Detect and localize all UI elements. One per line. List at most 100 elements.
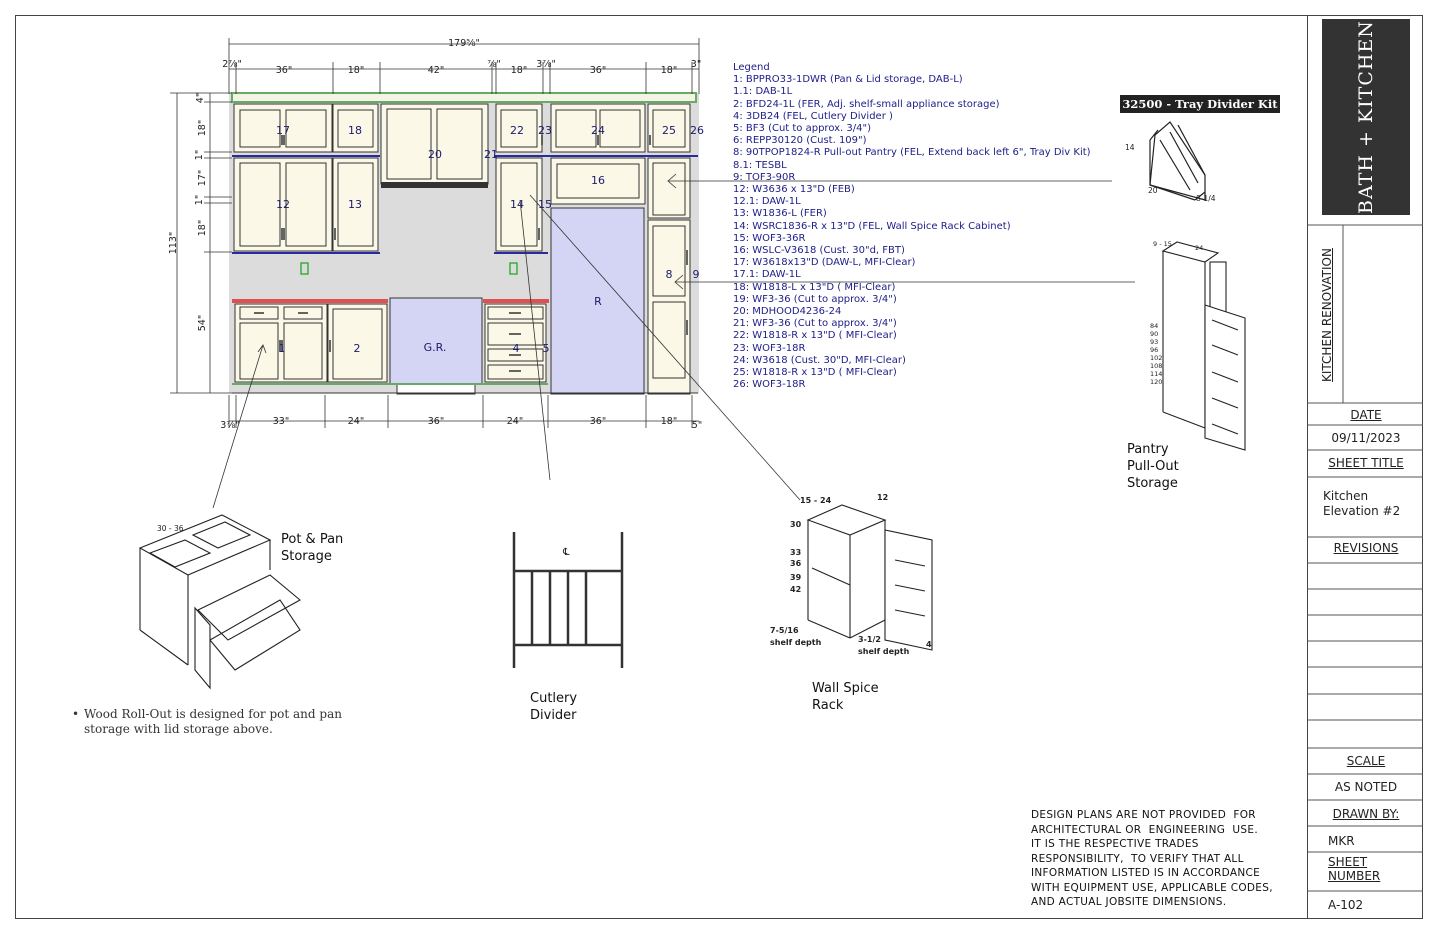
legend-item: 24: W3618 (Cust. 30"D, MFI-Clear) bbox=[733, 354, 906, 366]
dim-overall-width: 179⅝" bbox=[448, 38, 480, 49]
tall-pantry bbox=[647, 219, 691, 395]
svg-text:24": 24" bbox=[348, 416, 364, 427]
svg-text:18": 18" bbox=[348, 65, 364, 76]
label-26: 26 bbox=[690, 124, 704, 137]
sheet-title-label: SHEET TITLE bbox=[1328, 456, 1404, 470]
date-value: 09/11/2023 bbox=[1331, 431, 1401, 445]
svg-text:shelf depth: shelf depth bbox=[770, 638, 822, 647]
potpan-caption-1: Pot & Pan bbox=[281, 532, 344, 547]
sheet-border bbox=[15, 15, 1423, 919]
svg-text:18": 18" bbox=[661, 65, 677, 76]
date-label: DATE bbox=[1350, 408, 1382, 422]
svg-text:93: 93 bbox=[1150, 338, 1158, 346]
label-22: 22 bbox=[510, 124, 524, 137]
legend-item: 1.1: DAB-1L bbox=[733, 86, 793, 98]
svg-text:36: 36 bbox=[790, 559, 802, 568]
svg-text:114: 114 bbox=[1150, 370, 1162, 378]
label-fridge: R bbox=[594, 295, 602, 308]
spice-caption-1: Wall Spice bbox=[812, 681, 879, 696]
legend-title: Legend bbox=[733, 62, 770, 73]
svg-text:36": 36" bbox=[276, 65, 292, 76]
label-18: 18 bbox=[348, 124, 362, 137]
upper-row-1 bbox=[233, 103, 691, 185]
svg-text:⅞": ⅞" bbox=[487, 59, 501, 70]
pantry-caption-3: Storage bbox=[1127, 476, 1178, 491]
label-9: 9 bbox=[693, 268, 700, 281]
scale-value: AS NOTED bbox=[1334, 780, 1398, 794]
tray-divider-illustration bbox=[1149, 121, 1206, 201]
legend-item: 19: WF3-36 (Cut to approx. 3/4") bbox=[733, 293, 897, 305]
pantry-caption-1: Pantry bbox=[1127, 442, 1169, 457]
tray-kit-label: 32500 - Tray Divider Kit bbox=[1120, 95, 1280, 113]
svg-text:36": 36" bbox=[428, 416, 444, 427]
svg-text:8-1/4: 8-1/4 bbox=[1196, 194, 1216, 203]
spice-caption-2: Rack bbox=[812, 698, 844, 713]
cutlery-caption: Cutlery Divider bbox=[530, 690, 577, 724]
legend-item: 8: 90TPOP1824-R Pull-out Pantry (FEL, Ex… bbox=[733, 147, 1091, 159]
label-16: 16 bbox=[591, 174, 605, 187]
base-cabinets bbox=[234, 303, 547, 383]
label-2: 2 bbox=[354, 342, 361, 355]
label-1: 1 bbox=[279, 342, 286, 355]
scale-label: SCALE bbox=[1346, 754, 1386, 768]
sheet-number-label-1: SHEET bbox=[1328, 855, 1368, 869]
dimension-text: 179⅝" 2⅞" 36" 18" 42" ⅞" 18" 3⅞" 36" 18"… bbox=[220, 38, 702, 431]
svg-text:3⅞": 3⅞" bbox=[220, 420, 240, 431]
svg-text:24: 24 bbox=[1195, 244, 1203, 252]
label-20: 20 bbox=[428, 148, 442, 161]
svg-text:120: 120 bbox=[1150, 378, 1162, 386]
svg-text:4: 4 bbox=[926, 640, 932, 649]
rollout-note-text: Wood Roll-Out is designed for pot and pa… bbox=[84, 707, 342, 736]
sheet-number-label-2: NUMBER bbox=[1328, 869, 1381, 883]
svg-text:20: 20 bbox=[1148, 186, 1158, 195]
pot-pan-illustration bbox=[138, 514, 301, 690]
legend-item: 1: BPPRO33-1DWR (Pan & Lid storage, DAB-… bbox=[733, 74, 963, 86]
legend: Legend 1: BPPRO33-1DWR (Pan & Lid storag… bbox=[733, 62, 1091, 391]
label-8: 8 bbox=[666, 268, 673, 281]
vertical-dimension-text: 113" 54" 4" 18" 1" 17" 1" 18" bbox=[168, 93, 208, 331]
svg-text:17": 17" bbox=[197, 170, 208, 186]
spice-dims: 15 - 24 12 30 33 36 39 42 7-5/16 shelf d… bbox=[770, 493, 932, 656]
svg-text:5": 5" bbox=[692, 420, 702, 431]
cutlery-caption-2: Divider bbox=[530, 708, 577, 723]
legend-item: 2: BFD24-1L (FER, Adj. shelf-small appli… bbox=[733, 98, 1000, 110]
svg-text:36": 36" bbox=[590, 416, 606, 427]
svg-text:18": 18" bbox=[197, 120, 208, 136]
label-13: 13 bbox=[348, 198, 362, 211]
refrigerator bbox=[550, 207, 645, 395]
svg-text:4": 4" bbox=[195, 93, 206, 103]
svg-text:42: 42 bbox=[790, 585, 801, 594]
svg-text:33": 33" bbox=[273, 416, 289, 427]
svg-text:9 - 15: 9 - 15 bbox=[1153, 240, 1172, 248]
legend-item: 13: W1836-L (FER) bbox=[733, 208, 827, 220]
bullet: • bbox=[72, 707, 80, 721]
pantry-caption-2: Pull-Out bbox=[1127, 459, 1179, 474]
label-21: 21 bbox=[484, 148, 498, 161]
svg-text:54": 54" bbox=[197, 315, 208, 331]
svg-text:84: 84 bbox=[1150, 322, 1158, 330]
legend-item: 21: WF3-36 (Cut to approx. 3/4") bbox=[733, 318, 897, 330]
label-range: G.R. bbox=[424, 341, 447, 354]
sheet-title-line1: Kitchen bbox=[1323, 489, 1369, 503]
leader-lines bbox=[212, 173, 1135, 509]
legend-item: 4: 3DB24 (FEL, Cutlery Divider ) bbox=[733, 110, 893, 122]
cutlery-center-mark: ℄ bbox=[562, 547, 570, 558]
legend-item: 25: W1818-R x 13"D ( MFI-Clear) bbox=[733, 367, 897, 379]
legend-item: 18: W1818-L x 13"D ( MFI-Clear) bbox=[733, 281, 896, 293]
upper-handles bbox=[281, 135, 651, 240]
svg-text:42": 42" bbox=[428, 65, 444, 76]
rollout-note: • Wood Roll-Out is designed for pot and … bbox=[72, 707, 374, 737]
label-23: 23 bbox=[538, 124, 552, 137]
legend-item: 8.1: TESBL bbox=[733, 159, 787, 171]
legend-item: 23: WOF3-18R bbox=[733, 342, 806, 354]
svg-text:36": 36" bbox=[590, 65, 606, 76]
sheet-number-value: A-102 bbox=[1328, 898, 1364, 912]
svg-text:15 - 24: 15 - 24 bbox=[800, 496, 832, 505]
spice-caption: Wall Spice Rack bbox=[812, 680, 879, 714]
svg-text:33: 33 bbox=[790, 548, 801, 557]
disclaimer: DESIGN PLANS ARE NOT PROVIDED FOR ARCHIT… bbox=[1031, 809, 1273, 908]
range-hood bbox=[381, 182, 488, 188]
project-name: KITCHEN RENOVATION bbox=[1320, 248, 1334, 382]
legend-item: 6: REPP30120 (Cust. 109") bbox=[733, 135, 867, 147]
svg-text:113": 113" bbox=[168, 232, 179, 255]
